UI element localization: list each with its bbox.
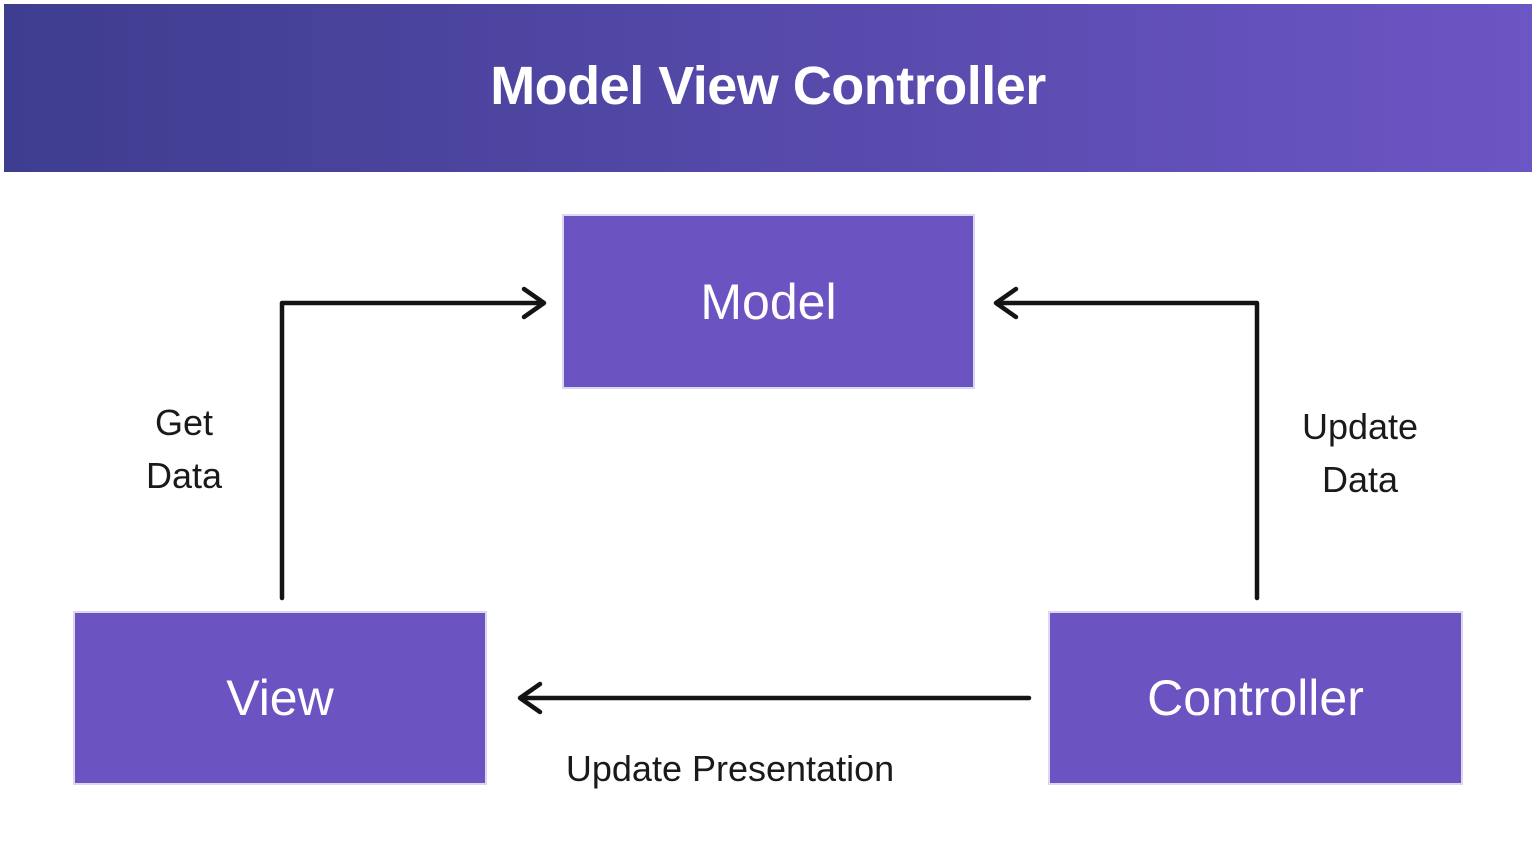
edge-label-update-data: Update Data bbox=[1260, 400, 1460, 506]
node-controller: Controller bbox=[1048, 611, 1463, 785]
edge-label-update-data-line1: Update bbox=[1301, 406, 1419, 447]
edge-label-get-data-line2: Data bbox=[145, 455, 223, 496]
edge-controller-to-model-arrowhead-icon bbox=[993, 286, 1019, 320]
edge-label-update-presentation-line1: Update Presentation bbox=[565, 748, 895, 789]
edge-view-to-model-arrowhead-icon bbox=[521, 286, 547, 320]
page-title: Model View Controller bbox=[490, 56, 1046, 116]
edge-controller-to-view-arrowhead-icon bbox=[517, 681, 543, 715]
edge-label-get-data: Get Data bbox=[84, 396, 284, 502]
node-view-label: View bbox=[226, 670, 334, 726]
edge-controller-to-model-line bbox=[997, 300, 1260, 601]
node-model: Model bbox=[562, 214, 975, 389]
edge-label-update-presentation: Update Presentation bbox=[470, 745, 990, 793]
edge-label-update-data-line2: Data bbox=[1321, 459, 1399, 500]
node-controller-label: Controller bbox=[1147, 670, 1364, 726]
edge-view-to-model-line bbox=[279, 300, 543, 601]
node-model-label: Model bbox=[700, 273, 837, 330]
header-banner: Model View Controller bbox=[4, 4, 1532, 172]
node-view: View bbox=[73, 611, 487, 785]
edge-label-get-data-line1: Get bbox=[154, 402, 214, 443]
